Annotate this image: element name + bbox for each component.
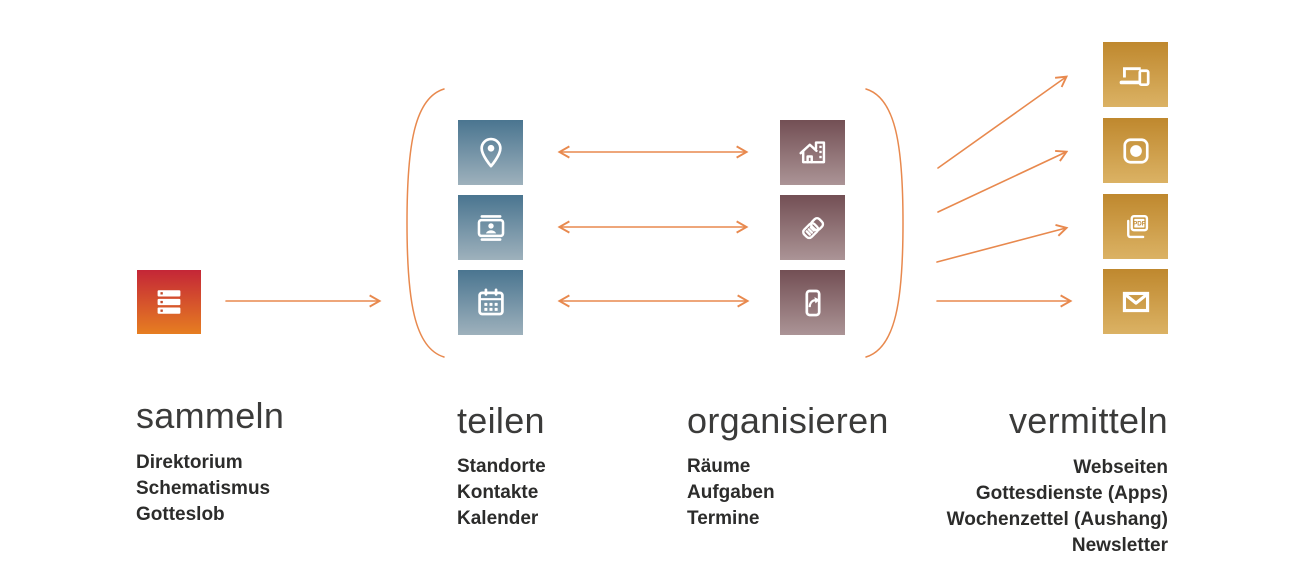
organisieren-tile-termine bbox=[780, 270, 845, 335]
list-item: Kontakte bbox=[457, 482, 539, 503]
sammeln-item-list: Direktorium Schematismus Gotteslob bbox=[136, 450, 270, 528]
stage-title-vermitteln: vermitteln bbox=[1008, 400, 1168, 441]
sammeln-tile bbox=[137, 270, 201, 334]
vermitteln-tile-webseiten bbox=[1103, 42, 1168, 107]
phone-share-icon bbox=[804, 289, 821, 316]
list-item: Direktorium bbox=[136, 452, 243, 473]
organisieren-tile-aufgaben bbox=[780, 195, 845, 260]
home-building-icon bbox=[798, 140, 825, 163]
stage-title-sammeln: sammeln bbox=[136, 395, 285, 436]
server-list-icon bbox=[157, 290, 181, 314]
vermitteln-tile-apps bbox=[1103, 118, 1168, 183]
handshake-icon bbox=[801, 216, 824, 239]
teilen-item-list: Standorte Kontakte Kalender bbox=[457, 454, 546, 532]
teilen-tile-kontakte bbox=[458, 195, 523, 260]
contact-card-icon bbox=[477, 214, 504, 241]
stage-title-teilen: teilen bbox=[457, 400, 545, 441]
teilen-tile-kalender bbox=[458, 270, 523, 335]
pdf-label: PDF bbox=[1133, 220, 1146, 227]
arrow-to-webseiten bbox=[937, 77, 1066, 169]
location-pin-icon bbox=[479, 137, 502, 167]
envelope-icon bbox=[1122, 291, 1149, 312]
list-item: Kalender bbox=[457, 508, 539, 529]
bracket-left bbox=[406, 88, 445, 358]
list-item: Wochenzettel (Aushang) bbox=[946, 509, 1168, 530]
organisieren-item-list: Räume Aufgaben Termine bbox=[687, 454, 775, 532]
list-item: Gotteslob bbox=[136, 504, 225, 525]
list-item: Webseiten bbox=[1073, 457, 1168, 478]
pdf-icon: PDF bbox=[1126, 214, 1148, 238]
camera-icon bbox=[1122, 137, 1149, 164]
list-item: Schematismus bbox=[136, 478, 271, 499]
teilen-tile-standorte bbox=[458, 120, 523, 185]
list-item: Aufgaben bbox=[687, 482, 775, 503]
devices-icon bbox=[1119, 66, 1150, 86]
bracket-right bbox=[865, 88, 904, 358]
arrow-to-apps bbox=[937, 152, 1066, 213]
list-item: Standorte bbox=[457, 456, 546, 477]
vermitteln-tile-newsletter bbox=[1103, 269, 1168, 334]
arrow-to-pdf bbox=[936, 228, 1066, 263]
list-item: Newsletter bbox=[1071, 535, 1168, 556]
stage-title-organisieren: organisieren bbox=[687, 400, 889, 441]
list-item: Räume bbox=[687, 456, 751, 477]
vermitteln-item-list: Webseiten Gottesdienste (Apps) Wochenzet… bbox=[818, 455, 1168, 559]
list-item: Gottesdienste (Apps) bbox=[975, 483, 1168, 504]
organisieren-tile-raeume bbox=[780, 120, 845, 185]
calendar-icon bbox=[477, 288, 504, 315]
vermitteln-tile-wochenzettel: PDF bbox=[1103, 194, 1168, 259]
list-item: Termine bbox=[687, 508, 760, 529]
